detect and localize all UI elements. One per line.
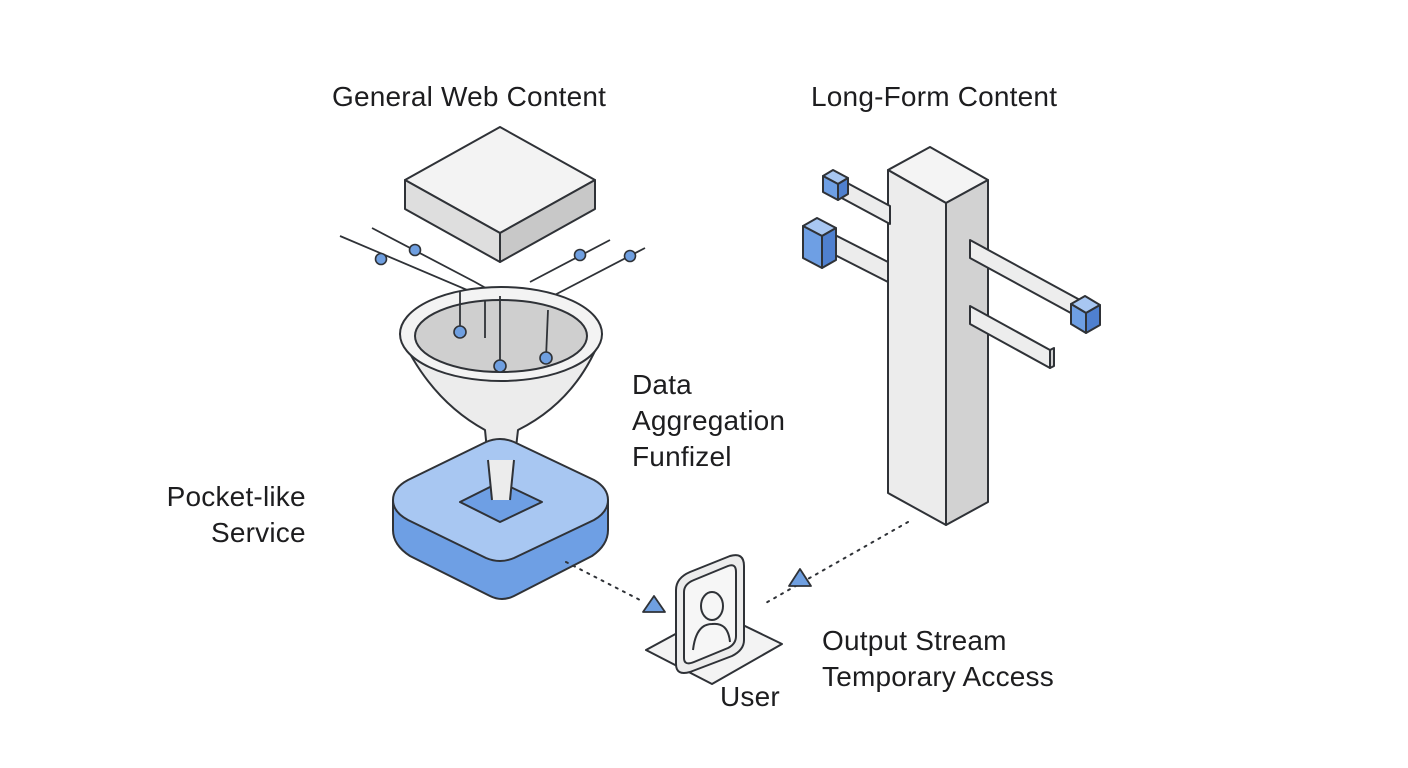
label-general-web-content: General Web Content: [332, 81, 607, 112]
web-content-box: [404, 126, 596, 263]
label-output-stream: Output Stream Temporary Access: [822, 623, 1054, 695]
label-data-aggregation-funnel: Data Aggregation Funfizel: [632, 367, 785, 475]
feed-node-dots: [374, 243, 637, 266]
user-terminal: [645, 554, 783, 685]
label-pocket-line-2: Service: [211, 517, 306, 548]
right-connector-block: [1070, 295, 1101, 334]
funnel-node-dots: [453, 325, 553, 373]
label-output-line-2: Temporary Access: [822, 661, 1054, 692]
label-pocket-service: Pocket-like Service: [166, 479, 306, 551]
label-user: User: [720, 681, 780, 712]
long-form-column: [887, 146, 989, 526]
label-pocket-line-1: Pocket-like: [166, 481, 306, 512]
arrow-triangle-icon: [642, 568, 812, 613]
left-connector-bars: [834, 177, 891, 283]
person-icon: [692, 591, 731, 651]
label-output-line-1: Output Stream: [822, 625, 1007, 656]
label-funnel-line-3: Funfizel: [632, 441, 732, 472]
left-connector-blocks: [802, 169, 849, 269]
label-long-form-content: Long-Form Content: [811, 81, 1058, 112]
funnel-spout-outline: [487, 459, 515, 501]
dotted-connectors: [565, 521, 909, 605]
label-funnel-line-1: Data: [632, 369, 692, 400]
funnel-spout: [488, 460, 514, 500]
label-funnel-line-2: Aggregation: [632, 405, 786, 436]
